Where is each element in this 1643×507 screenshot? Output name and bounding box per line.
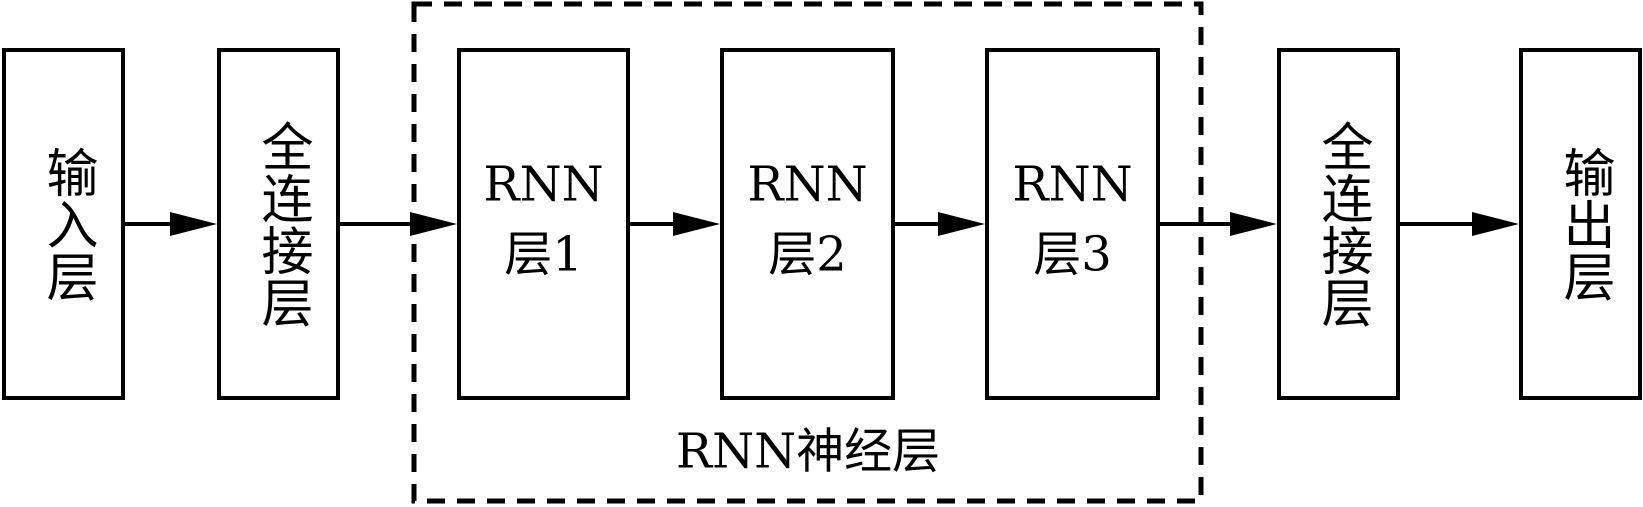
node-rnn2-layer: RNN 层2 <box>720 48 895 400</box>
node-rnn2-label-line1: RNN <box>747 157 867 213</box>
rnn-group-label: RNN神经层 <box>676 424 940 480</box>
rnn-group-frame <box>411 1 1204 504</box>
node-rnn1-label-line2: 层1 <box>504 227 583 283</box>
node-rnn2-label-line2: 层2 <box>768 227 847 283</box>
node-fc1-layer: 全连接层 <box>217 48 340 400</box>
node-fc2-layer: 全连接层 <box>1277 48 1400 400</box>
node-rnn3-label-line2: 层3 <box>1033 227 1112 283</box>
arrowhead-rnn3-fc2 <box>1230 212 1277 236</box>
node-fc1-label: 全连接层 <box>252 120 312 328</box>
edges <box>123 212 1519 236</box>
node-rnn3-layer: RNN 层3 <box>985 48 1160 400</box>
arrowhead-rnn1-rnn2 <box>673 212 720 236</box>
node-input-label: 输入层 <box>37 146 97 302</box>
node-rnn1-layer: RNN 层1 <box>457 48 630 400</box>
node-rnn1-label-line1: RNN <box>483 157 603 213</box>
node-output-layer: 输出层 <box>1519 48 1642 400</box>
arrowhead-fc2-output <box>1472 212 1519 236</box>
arrowhead-input-fc1 <box>170 212 217 236</box>
node-input-layer: 输入层 <box>2 48 125 400</box>
node-rnn3-label-line1: RNN <box>1012 157 1132 213</box>
node-output-label: 输出层 <box>1554 146 1614 302</box>
node-fc2-label: 全连接层 <box>1312 120 1372 328</box>
arrowhead-fc1-rnn1 <box>410 212 457 236</box>
arrowhead-rnn2-rnn3 <box>938 212 985 236</box>
